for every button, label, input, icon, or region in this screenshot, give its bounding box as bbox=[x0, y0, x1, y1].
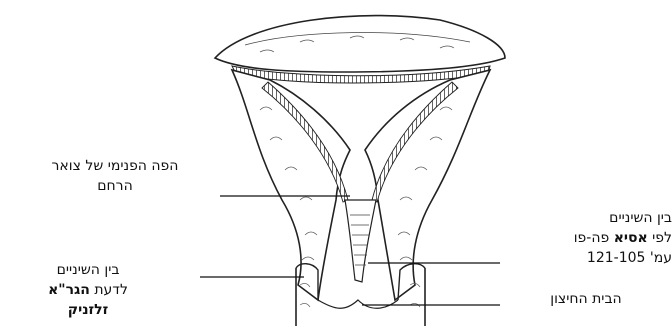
label-between-right-bold: אסיא bbox=[614, 230, 648, 246]
label-between-left-bold2: זלזניק bbox=[68, 302, 108, 318]
right-uterine-wall bbox=[365, 70, 490, 300]
label-inner-os: הפה הפנימי של צואר הרחם bbox=[2, 156, 228, 196]
label-outer-os: הבית החיצון bbox=[506, 289, 666, 309]
label-inner-os-line1: הפה הפנימי של צואר bbox=[2, 156, 228, 176]
uterine-fundus bbox=[215, 16, 505, 72]
label-between-right-suffix: פה-פו bbox=[574, 230, 614, 246]
label-between-teeth-right: בין השיניים לפי אסיא פה-פו עמ' 121-105 bbox=[505, 208, 672, 268]
label-between-left-prefix: לדעת bbox=[90, 282, 128, 298]
label-between-right-line1: בין השיניים bbox=[505, 208, 672, 228]
label-between-left-line1: בין השיניים bbox=[8, 260, 168, 280]
label-between-right-line3: עמ' 121-105 bbox=[505, 248, 672, 268]
cervical-canal bbox=[345, 200, 376, 282]
label-between-teeth-left: בין השיניים לדעת הגר"א זלזניק bbox=[8, 260, 168, 320]
label-inner-os-line2: הרחם bbox=[2, 176, 228, 196]
label-between-left-line2: לדעת הגר"א bbox=[8, 280, 168, 300]
label-between-left-bold1: הגר"א bbox=[48, 282, 90, 298]
label-between-right-prefix: לפי bbox=[648, 230, 672, 246]
label-between-right-line2: לפי אסיא פה-פו bbox=[505, 228, 672, 248]
label-outer-os-text: הבית החיצון bbox=[506, 289, 666, 309]
